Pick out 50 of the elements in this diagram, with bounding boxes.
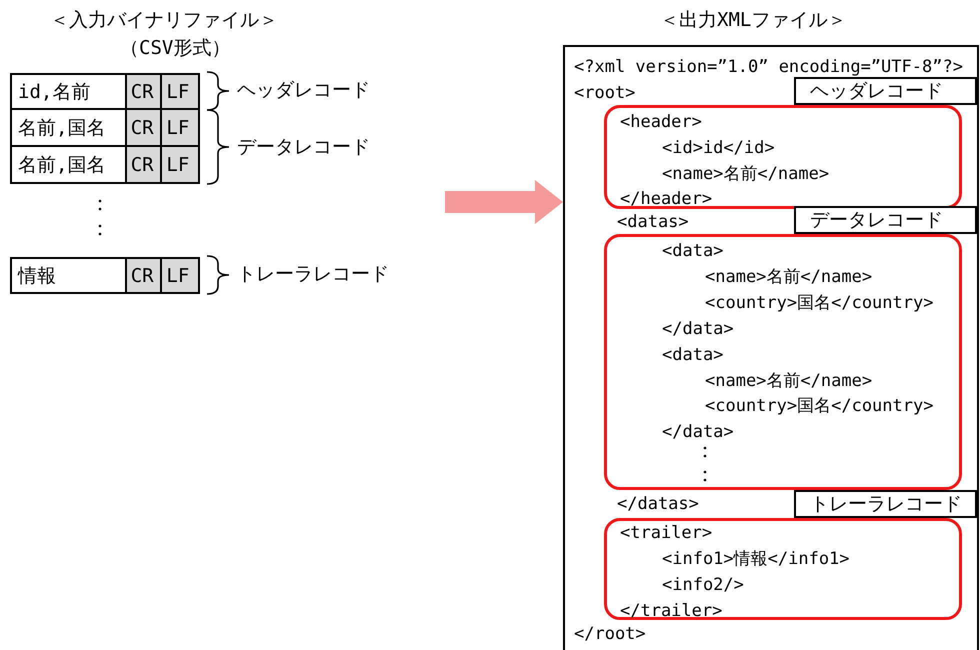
code-line: <info1>情報</info1> <box>662 548 850 570</box>
code-line: <id>id</id> <box>662 137 775 159</box>
code-line: <trailer> <box>620 522 712 544</box>
record-row <box>10 147 200 184</box>
callout-label: トレーラレコード <box>794 490 977 518</box>
format-note: （CSV形式） <box>120 36 230 60</box>
section-title: ＜出力XMLファイル＞ <box>660 8 846 32</box>
section-title: ＜入力バイナリファイル＞ <box>50 8 278 32</box>
record-data-cell-text: 名前,国名 <box>17 116 106 140</box>
record-row <box>10 257 200 294</box>
code-line: </root> <box>574 623 646 645</box>
cr-cell: CR <box>124 75 160 108</box>
code-line: <country>国名</country> <box>705 292 934 314</box>
cr-cell: CR <box>124 147 160 182</box>
cr-cell: CR <box>124 259 160 292</box>
callout-label: ヘッダレコード <box>794 77 977 105</box>
code-line: </trailer> <box>620 600 722 622</box>
code-line: <data> <box>662 344 724 366</box>
code-line: <name>名前</name> <box>705 266 872 288</box>
xml-file-panel <box>563 45 979 650</box>
lf-cell: LF <box>160 147 198 182</box>
record-row <box>10 73 200 110</box>
arrow <box>445 180 563 224</box>
code-line: </header> <box>620 188 712 210</box>
code-line: <root> <box>574 82 636 104</box>
highlight-frame <box>604 518 962 620</box>
lf-cell: LF <box>160 259 198 292</box>
lf-cell: LF <box>160 75 198 108</box>
code-line: </data> <box>662 421 734 443</box>
code-line: <info2/> <box>662 574 744 596</box>
record-type-label: トレーラレコード <box>237 262 389 286</box>
code-line: <datas> <box>617 211 689 233</box>
cr-cell: CR <box>124 110 160 145</box>
code-line: <data> <box>662 240 724 262</box>
code-line: <country>国名</country> <box>705 395 934 417</box>
code-line: </datas> <box>617 493 699 515</box>
record-data-cell-text: id,名前 <box>17 80 92 104</box>
record-row <box>10 110 200 147</box>
code-line: <?xml version=”1.0” encoding=”UTF-8”?> <box>574 56 963 78</box>
record-type-label: データレコード <box>237 135 370 159</box>
code-line: <header> <box>620 111 702 133</box>
code-line: <name>名前</name> <box>705 370 872 392</box>
code-line: </data> <box>662 318 734 340</box>
record-type-label: ヘッダレコード <box>237 78 370 102</box>
code-line: <name>名前</name> <box>662 163 830 185</box>
highlight-frame <box>604 234 962 490</box>
record-data-cell-text: 名前,国名 <box>17 152 106 178</box>
record-data-cell-text: 情報 <box>16 264 57 288</box>
callout-label: データレコード <box>794 206 977 234</box>
lf-cell: LF <box>160 110 198 145</box>
